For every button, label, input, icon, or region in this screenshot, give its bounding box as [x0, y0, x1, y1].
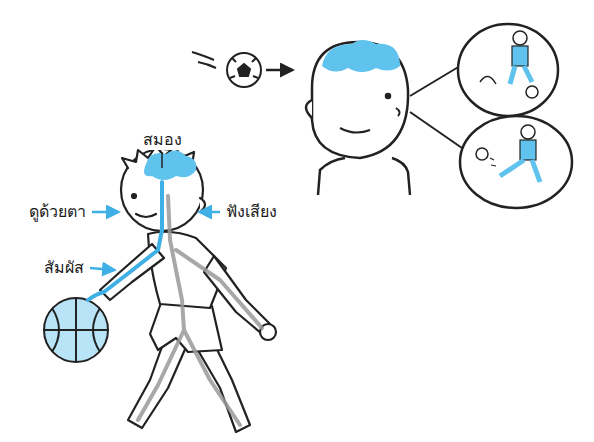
thought-bubble: [460, 116, 572, 208]
leader-arrow: [90, 268, 114, 270]
basketball-boy: [100, 146, 276, 432]
leader-arrow: [92, 211, 118, 214]
thought-bubble: [458, 24, 558, 116]
bubble-line: [410, 112, 462, 148]
nerve-paths: [138, 196, 262, 425]
thinking-head: [306, 40, 410, 195]
part-label: สัมผัส: [42, 258, 86, 277]
bubble-line: [410, 66, 460, 96]
soccer-ball: [192, 52, 261, 87]
signal-path: [104, 182, 162, 292]
part-label: ดูด้วยตา: [27, 202, 88, 221]
leader-arrow: [200, 211, 220, 214]
part-label: ฟังเสียง: [224, 202, 279, 221]
basketball: [44, 298, 108, 362]
leader-line: [161, 152, 163, 168]
part-label: สมอง: [141, 130, 184, 149]
arrow: [266, 69, 292, 72]
